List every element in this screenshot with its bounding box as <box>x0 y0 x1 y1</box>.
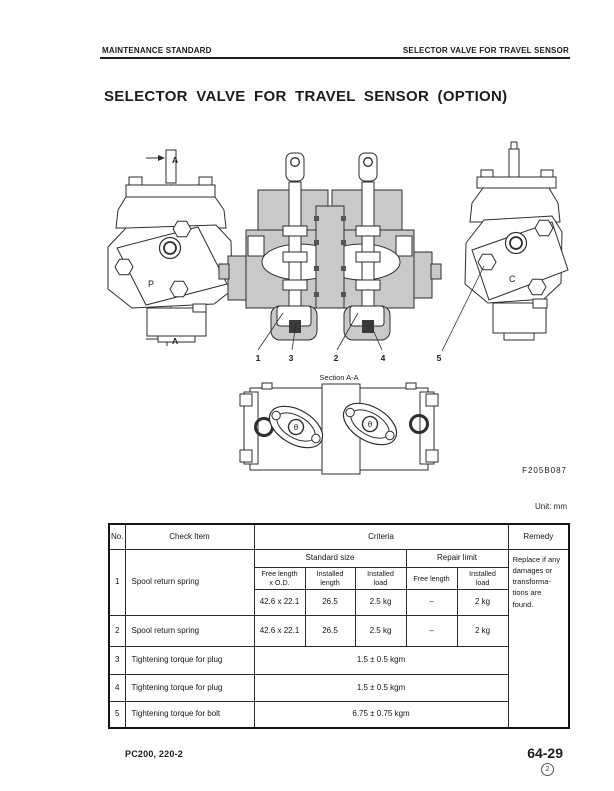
row-2-installed-length: 26.5 <box>304 614 356 647</box>
figure-left-view: A A P <box>107 149 233 346</box>
table-row: 5 Tightening torque for bolt 6.75 ± 0.75… <box>108 700 569 729</box>
callout-2-label: 2 <box>334 353 339 363</box>
row-2-installed-load: 2.5 kg <box>354 614 407 647</box>
theta-left-label: θ <box>294 423 299 432</box>
row-2-repair-installed-load: 2 kg <box>456 614 509 647</box>
table-header-row: No. Check Item Criteria Remedy <box>108 523 570 550</box>
table-row: 2 Spool return spring 42.6 x 22.1 26.5 2… <box>108 614 569 647</box>
page-title: SELECTOR VALVE FOR TRAVEL SENSOR (OPTION… <box>104 88 508 105</box>
row-2-check-item: Spool return spring <box>124 614 255 647</box>
footer-page-number: 64-29 <box>527 745 563 761</box>
section-a-label-top: A <box>172 155 178 165</box>
col-no-header: No. <box>108 523 126 550</box>
footer-page-note-circled: 2 <box>541 763 554 776</box>
callout-1-label: 1 <box>256 353 261 363</box>
header-left-title: MAINTENANCE STANDARD <box>102 46 212 55</box>
row-1-no: 1 <box>108 548 126 616</box>
section-a-label-bottom: A <box>172 336 178 346</box>
callout-4-label: 4 <box>381 353 386 363</box>
row-4-no: 4 <box>108 673 126 702</box>
row-2-no: 2 <box>108 614 126 647</box>
callout-3-label: 3 <box>289 353 294 363</box>
row-2-repair-free-length: – <box>405 614 458 647</box>
footer-model-number: PC200, 220-2 <box>125 749 183 759</box>
row-1-free-od: 42.6 x 22.1 <box>253 588 306 616</box>
col-remedy-header: Remedy <box>507 523 570 550</box>
port-c-label: C <box>509 274 516 284</box>
table-row: 42.6 x 22.1 26.5 2.5 kg – 2 kg <box>109 588 569 616</box>
table-row: 4 Tightening torque for plug 1.5 ± 0.5 k… <box>108 673 569 702</box>
figure-section-aa: Section A-A θ <box>239 373 439 475</box>
row-3-no: 3 <box>108 645 126 675</box>
row-2-free-od: 42.6 x 22.1 <box>253 614 306 647</box>
subcol-installed-length: Installed length <box>304 566 356 590</box>
figure-right-view: C 5 <box>437 141 569 363</box>
table-row: 3 Tightening torque for plug 1.5 ± 0.5 k… <box>108 645 569 675</box>
row-1-repair-installed-load: 2 kg <box>456 588 509 616</box>
subcol-repair-free-length: Free length <box>405 566 458 590</box>
table-row: 1 Spool return spring Standard size Repa… <box>108 548 570 729</box>
subcol-installed-load: Installed load <box>354 566 407 590</box>
table-subheader-row: Free length x O.D. Installed length Inst… <box>109 566 569 590</box>
row-5-no: 5 <box>108 700 126 729</box>
col-check-item-header: Check Item <box>124 523 255 550</box>
maintenance-standard-table: No. Check Item Criteria Remedy 1 Spool r… <box>108 523 571 729</box>
header-right-title: SELECTOR VALVE FOR TRAVEL SENSOR <box>402 46 569 55</box>
theta-right-label: θ <box>368 420 373 429</box>
row-3-check-item: Tightening torque for plug <box>124 645 255 675</box>
row-5-criteria-value: 6.75 ± 0.75 kgm <box>253 700 509 729</box>
section-aa-caption: Section A-A <box>319 373 358 382</box>
col-criteria-header: Criteria <box>253 523 509 550</box>
header-rule <box>100 57 570 59</box>
callout-5-label: 5 <box>437 353 442 363</box>
figure-code: F205B087 <box>522 466 567 475</box>
row-4-check-item: Tightening torque for plug <box>124 673 255 702</box>
repair-limit-header: Repair limit <box>405 548 509 568</box>
row-5-check-item: Tightening torque for bolt <box>124 700 255 729</box>
row-1-installed-length: 26.5 <box>304 588 356 616</box>
standard-size-header: Standard size <box>253 548 407 568</box>
row-1-installed-load: 2.5 kg <box>354 588 407 616</box>
unit-note: Unit: mm <box>535 502 567 511</box>
subcol-repair-installed-load: Installed load <box>456 566 509 590</box>
row-4-criteria-value: 1.5 ± 0.5 kgm <box>253 673 509 702</box>
subcol-free-length-od: Free length x O.D. <box>253 566 306 590</box>
figure-center-section: 1 3 2 4 <box>218 152 442 363</box>
row-1-repair-free-length: – <box>405 588 458 616</box>
port-p-label: P <box>148 279 154 289</box>
remedy-cell: Replace if any damages or transforma- ti… <box>507 548 570 729</box>
row-1-check-item: Spool return spring <box>124 548 255 616</box>
valve-figure: A A P <box>107 141 569 475</box>
row-3-criteria-value: 1.5 ± 0.5 kgm <box>253 645 509 675</box>
